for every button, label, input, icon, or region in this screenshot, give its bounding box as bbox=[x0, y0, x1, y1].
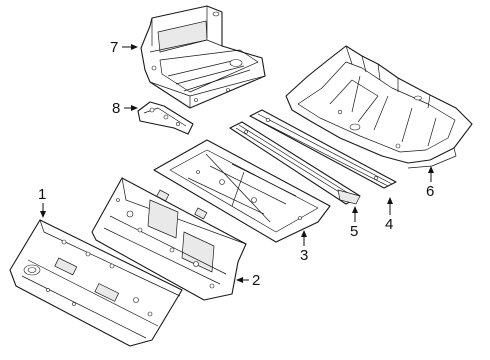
part-7-rear-compartment-pan bbox=[140, 5, 266, 109]
callout-8-label: 8 bbox=[112, 100, 120, 117]
callout-8: 8 bbox=[112, 100, 138, 117]
callout-8-arrow bbox=[131, 105, 138, 111]
callout-4: 4 bbox=[385, 197, 393, 233]
callout-3: 3 bbox=[300, 230, 308, 264]
callout-6: 6 bbox=[426, 166, 434, 200]
part-6-rear-floor-pan bbox=[285, 45, 473, 169]
callout-2-arrow bbox=[236, 277, 243, 283]
callout-4-label: 4 bbox=[385, 216, 393, 233]
callout-5: 5 bbox=[350, 206, 358, 240]
callout-7-label: 7 bbox=[110, 39, 118, 56]
callout-5-label: 5 bbox=[350, 223, 358, 240]
part-8-bracket bbox=[137, 101, 194, 135]
callout-3-arrow bbox=[301, 230, 307, 237]
callout-1-label: 1 bbox=[38, 186, 46, 203]
callout-3-label: 3 bbox=[300, 247, 308, 264]
callout-7-arrow bbox=[131, 44, 138, 50]
callout-6-arrow bbox=[428, 166, 434, 173]
callout-7: 7 bbox=[110, 39, 138, 56]
part-2-front-floor-pan bbox=[91, 177, 247, 301]
part-4-cross-member bbox=[249, 109, 397, 189]
callout-4-arrow bbox=[387, 197, 393, 204]
callout-2-label: 2 bbox=[252, 272, 260, 289]
callout-1-arrow bbox=[40, 211, 46, 218]
callout-1: 1 bbox=[38, 186, 46, 218]
part-3-center-floor-pan bbox=[153, 139, 331, 243]
callout-5-arrow bbox=[352, 206, 358, 213]
callout-6-label: 6 bbox=[426, 183, 434, 200]
part-5-cross-member bbox=[229, 121, 361, 205]
callout-2: 2 bbox=[236, 272, 260, 289]
part-1-front-floor-panel bbox=[9, 219, 183, 347]
